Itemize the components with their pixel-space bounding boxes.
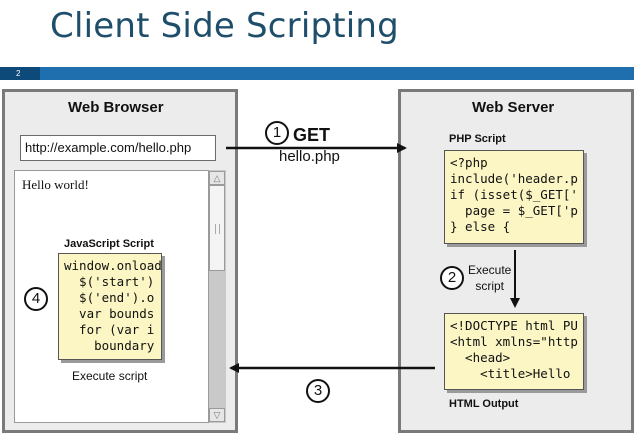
chevron-down-icon[interactable]: ▽ — [209, 408, 225, 422]
code-line: window.onload — [64, 258, 162, 273]
html-output-label: HTML Output — [449, 398, 519, 410]
web-browser-title: Web Browser — [68, 99, 164, 116]
js-script-label: JavaScript Script — [64, 238, 154, 250]
get-method-label: GET — [293, 125, 331, 145]
web-server-title: Web Server — [472, 99, 555, 116]
html-code-box: <!DOCTYPE html PU <html xmlns="http <hea… — [444, 313, 584, 390]
step-1-badge: 1 — [265, 121, 289, 145]
step-4-badge: 4 — [24, 287, 48, 311]
code-line: $('end').o — [64, 290, 155, 305]
header-bar — [0, 67, 634, 80]
server-execute-label: Execute script — [468, 262, 511, 294]
code-line: page = $_GET['p — [450, 203, 578, 218]
execute-script-label: Execute script — [72, 369, 148, 383]
code-line: if (isset($_GET[' — [450, 187, 578, 202]
page-text: Hello world! — [22, 177, 89, 192]
scrollbar-thumb[interactable] — [209, 185, 225, 271]
code-line: boundary — [64, 338, 155, 353]
code-line: <title>Hello — [450, 366, 571, 381]
code-line: var bounds — [64, 306, 155, 321]
chevron-up-icon[interactable]: △ — [209, 171, 225, 185]
php-code-box: <?php include('header.p if (isset($_GET[… — [444, 150, 584, 244]
code-line: <head> — [450, 350, 511, 365]
page-number: 2 — [0, 67, 40, 80]
request-resource-label: hello.php — [279, 148, 340, 165]
code-line: for (var i — [64, 322, 155, 337]
code-line: <html xmlns="http — [450, 334, 578, 349]
code-line: } else { — [450, 219, 511, 234]
step-2-badge: 2 — [440, 266, 464, 290]
step-3-badge: 3 — [306, 379, 330, 403]
php-script-label: PHP Script — [449, 133, 506, 145]
grip-icon — [215, 224, 216, 234]
execute-text: Execute — [468, 263, 512, 277]
code-line: $('start') — [64, 274, 155, 289]
grip-icon — [219, 224, 220, 234]
code-line: <?php — [450, 155, 488, 170]
url-bar[interactable]: http://example.com/hello.php — [20, 135, 216, 161]
js-code-box: window.onload $('start') $('end').o var … — [58, 253, 162, 360]
script-text: script — [475, 279, 505, 293]
code-line: <!DOCTYPE html PU — [450, 318, 578, 333]
code-line: include('header.p — [450, 171, 578, 186]
slide-title: Client Side Scripting — [50, 6, 399, 46]
